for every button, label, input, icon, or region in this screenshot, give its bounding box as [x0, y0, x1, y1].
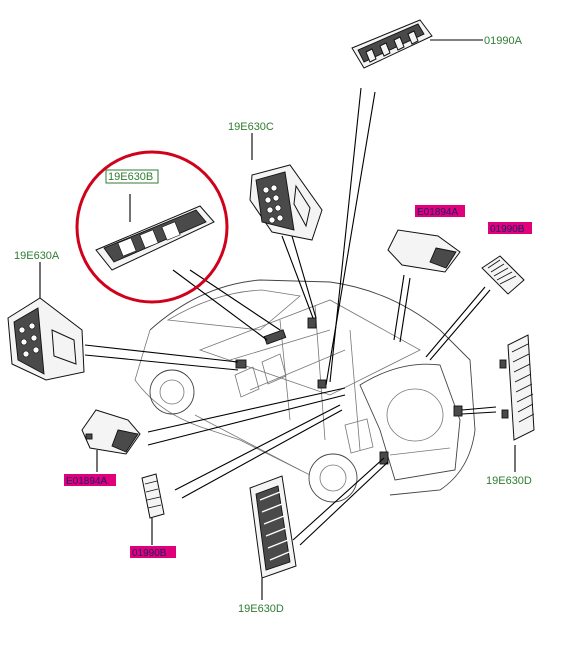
highlight-bg: [130, 546, 176, 558]
label-01990A: 01990A: [484, 35, 523, 47]
highlight-bg: [488, 222, 532, 234]
highlight-bg: [64, 474, 116, 486]
part-labels: 01990A 19E630C 19E630B 19E630A E01894A 0…: [14, 35, 532, 615]
label-01990B-bottom: 01990B: [132, 548, 167, 559]
label-19E630A: 19E630A: [14, 250, 60, 262]
part-19E630D-bottom: [249, 475, 297, 579]
label-19E630D-right: 19E630D: [486, 475, 532, 487]
part-01990B-bottom: [130, 473, 176, 558]
part-E01894A-top: [387, 205, 465, 273]
part-01990A: [351, 19, 433, 69]
part-19E630B: [75, 150, 229, 304]
part-E01894A-bottom: [64, 409, 141, 486]
callout-circle: [75, 150, 229, 304]
label-19E630B: 19E630B: [108, 171, 153, 183]
label-E01894A-bottom: E01894A: [66, 476, 107, 487]
label-01990B-top: 01990B: [490, 224, 525, 235]
boxed-label-frame: [105, 169, 159, 184]
label-E01894A-top: E01894A: [417, 207, 458, 218]
leader-lines: [39, 39, 516, 600]
label-19E630C: 19E630C: [228, 121, 274, 133]
part-19E630C: [249, 164, 323, 241]
highlight-bg: [415, 205, 465, 217]
vehicle-illustration: [134, 279, 476, 503]
label-19E630D-bottom: 19E630D: [238, 603, 284, 615]
part-19E630A: [7, 297, 85, 381]
part-01990B-top: [481, 222, 532, 295]
part-19E630D-right: [499, 334, 535, 441]
